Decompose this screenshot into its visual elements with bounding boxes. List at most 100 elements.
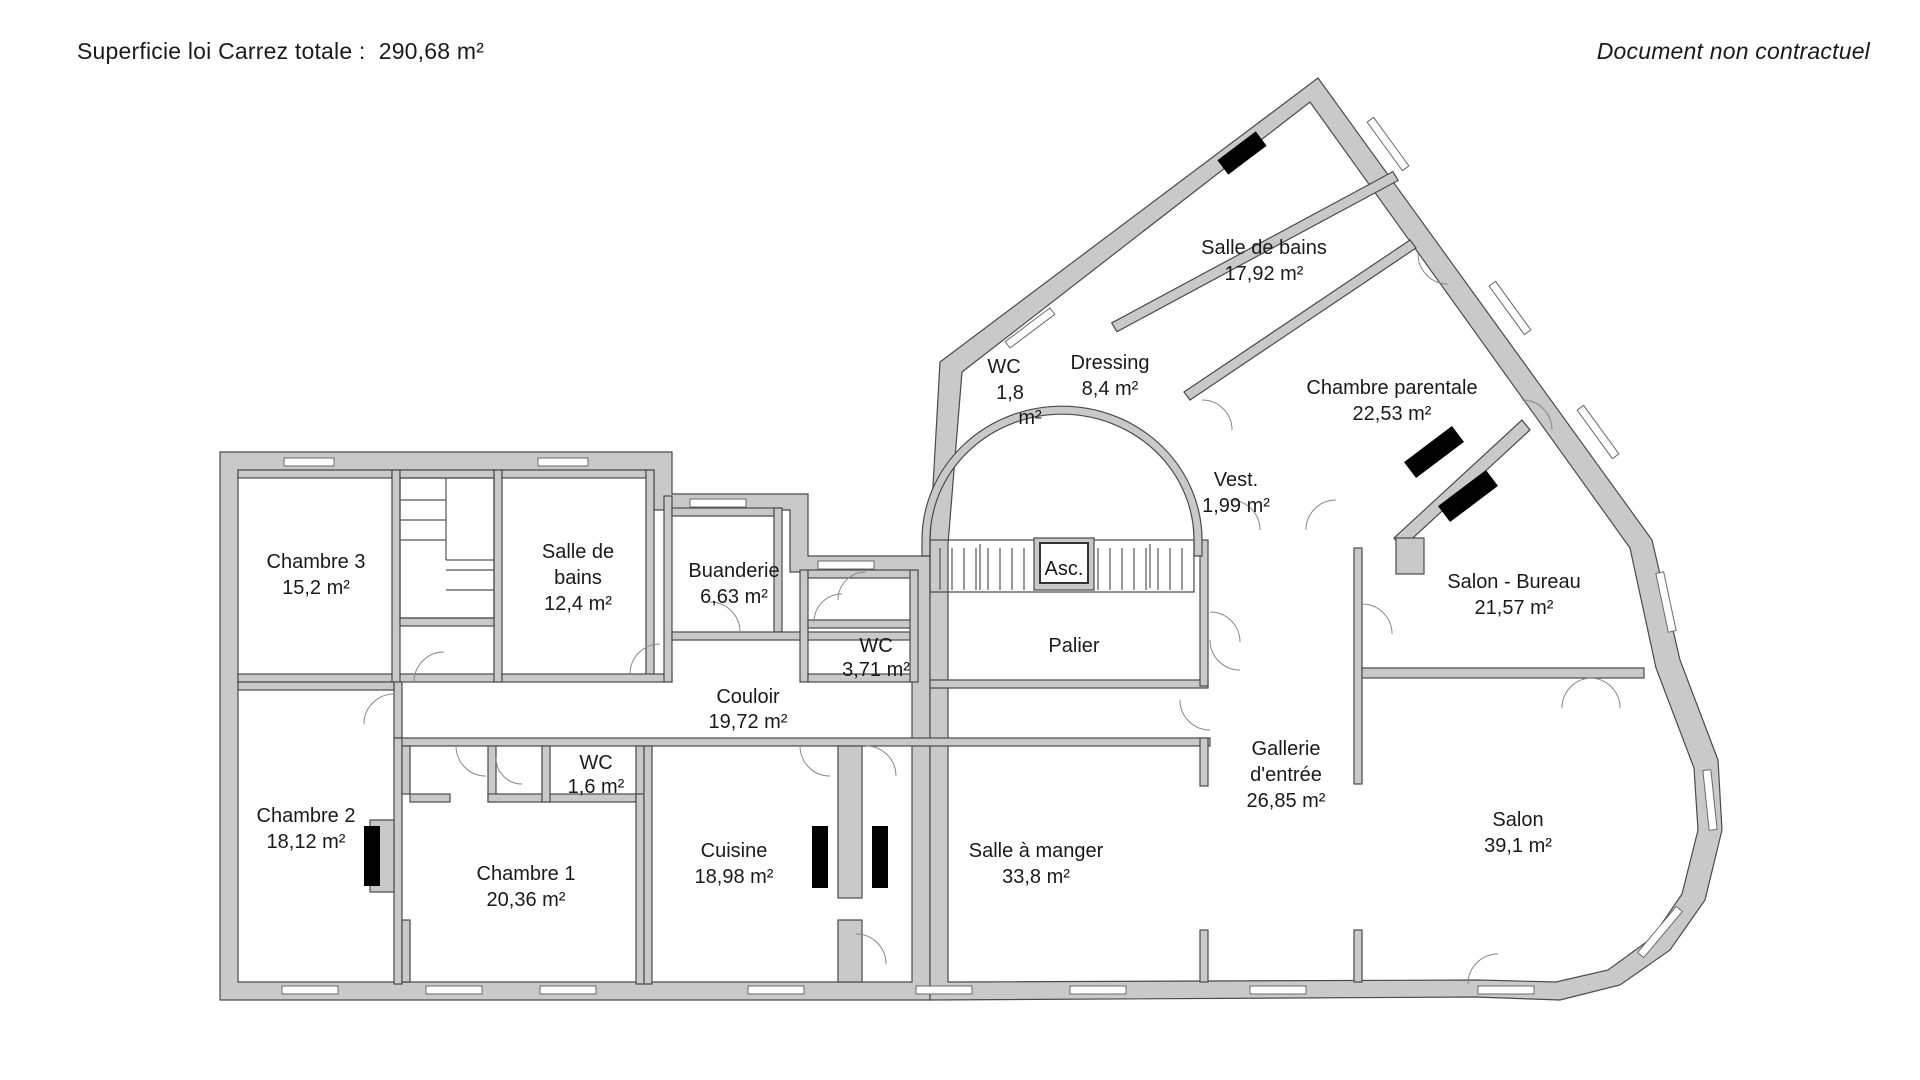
wall xyxy=(401,919,411,983)
room-area: 21,57 m² xyxy=(1475,597,1554,619)
room-area: 1,6 m² xyxy=(568,776,625,798)
wall xyxy=(501,673,673,683)
room-area: 20,36 m² xyxy=(487,889,566,911)
left-wing-wall xyxy=(219,451,931,1001)
room-name: Salle de bains xyxy=(1201,237,1327,259)
door-swing xyxy=(413,651,445,683)
room-area: 1,99 m² xyxy=(1202,495,1270,517)
wall xyxy=(393,737,403,985)
room-name: Chambre parentale xyxy=(1306,377,1477,399)
door-swing xyxy=(1417,253,1449,285)
wall xyxy=(1353,547,1363,785)
window xyxy=(1004,307,1056,349)
wall xyxy=(1199,929,1209,983)
fireplace-icon xyxy=(1217,131,1267,175)
door-swing xyxy=(1561,677,1593,709)
room-name: Couloir xyxy=(716,686,780,708)
door-swing xyxy=(629,643,661,675)
disclaimer: Document non contractuel xyxy=(1596,38,1870,64)
room-name: d'entrée xyxy=(1250,764,1322,786)
room-area: 6,63 m² xyxy=(700,586,768,608)
room-labels: Chambre 3 15,2 m² Salle de bains 12,4 m²… xyxy=(257,237,1581,911)
fireplace-icon xyxy=(812,826,828,888)
room-area: 26,85 m² xyxy=(1247,790,1326,812)
door-swing xyxy=(1521,399,1553,431)
wall xyxy=(501,469,647,479)
room-area: 39,1 m² xyxy=(1484,835,1552,857)
room-area: 19,72 m² xyxy=(709,711,788,733)
window xyxy=(1069,985,1127,995)
door-swing xyxy=(813,593,843,623)
door-swing xyxy=(837,571,867,601)
room-area: 22,53 m² xyxy=(1353,403,1432,425)
doors xyxy=(363,253,1621,985)
door-swing xyxy=(495,757,523,785)
door-swing xyxy=(865,745,897,777)
windows xyxy=(281,116,1718,995)
stairs-up xyxy=(939,544,1025,590)
door-swing xyxy=(855,933,887,965)
wall xyxy=(807,619,915,629)
wall xyxy=(1353,929,1363,983)
window xyxy=(1366,116,1410,172)
palier-arch-wall xyxy=(921,405,1203,557)
window xyxy=(915,985,973,995)
window xyxy=(817,560,875,570)
wall xyxy=(493,469,503,683)
room-name: Palier xyxy=(1048,635,1099,657)
elevator-label: Asc. xyxy=(1045,558,1084,580)
window xyxy=(689,498,747,508)
wall xyxy=(399,469,495,479)
window xyxy=(747,985,805,995)
elevator-box xyxy=(1039,542,1089,584)
window xyxy=(539,985,597,995)
wall xyxy=(541,745,551,803)
wall xyxy=(635,745,645,795)
wall xyxy=(237,673,501,683)
room-area: 12,4 m² xyxy=(544,593,612,615)
room-name: Chambre 1 xyxy=(477,863,576,885)
room-name: bains xyxy=(554,567,602,589)
wall xyxy=(643,745,653,985)
wall xyxy=(1393,419,1531,549)
door-swing xyxy=(709,601,741,633)
door-swing xyxy=(1361,603,1393,635)
wall xyxy=(645,469,655,681)
door-swing xyxy=(1589,677,1621,709)
wall xyxy=(409,793,451,803)
room-area: m² xyxy=(1018,407,1042,429)
room-name: Dressing xyxy=(1071,352,1150,374)
door-swing xyxy=(363,693,395,725)
wall xyxy=(1199,737,1209,787)
door-swing xyxy=(1467,953,1499,985)
total-area-header: Superficie loi Carrez totale : 290,68 m² xyxy=(77,38,484,65)
wall xyxy=(837,919,863,983)
wall xyxy=(1199,539,1209,687)
fireplace-wall xyxy=(837,745,863,899)
room-name: Buanderie xyxy=(688,560,779,582)
room-name: Salle à manger xyxy=(969,840,1104,862)
window xyxy=(1655,571,1677,633)
window xyxy=(537,457,589,467)
room-name: WC xyxy=(987,356,1020,378)
spiral-stair-steps xyxy=(400,478,494,591)
stairs-down xyxy=(1097,544,1183,590)
room-area: 33,8 m² xyxy=(1002,866,1070,888)
fireplace-icon xyxy=(1438,469,1498,523)
wall xyxy=(399,617,495,627)
wall xyxy=(401,745,411,795)
wall xyxy=(799,569,809,683)
door-swing xyxy=(1209,639,1241,671)
wall xyxy=(1110,170,1400,333)
room-name: Vest. xyxy=(1214,469,1258,491)
room-name: WC xyxy=(579,752,612,774)
fireplace-icon xyxy=(364,826,380,886)
room-name: Salon xyxy=(1492,809,1543,831)
interior-walls xyxy=(237,170,1645,985)
total-area-value: 290,68 m² xyxy=(378,38,485,64)
room-name: WC xyxy=(859,635,892,657)
room-area: 8,4 m² xyxy=(1082,378,1139,400)
room-area: 15,2 m² xyxy=(282,577,350,599)
window xyxy=(425,985,483,995)
